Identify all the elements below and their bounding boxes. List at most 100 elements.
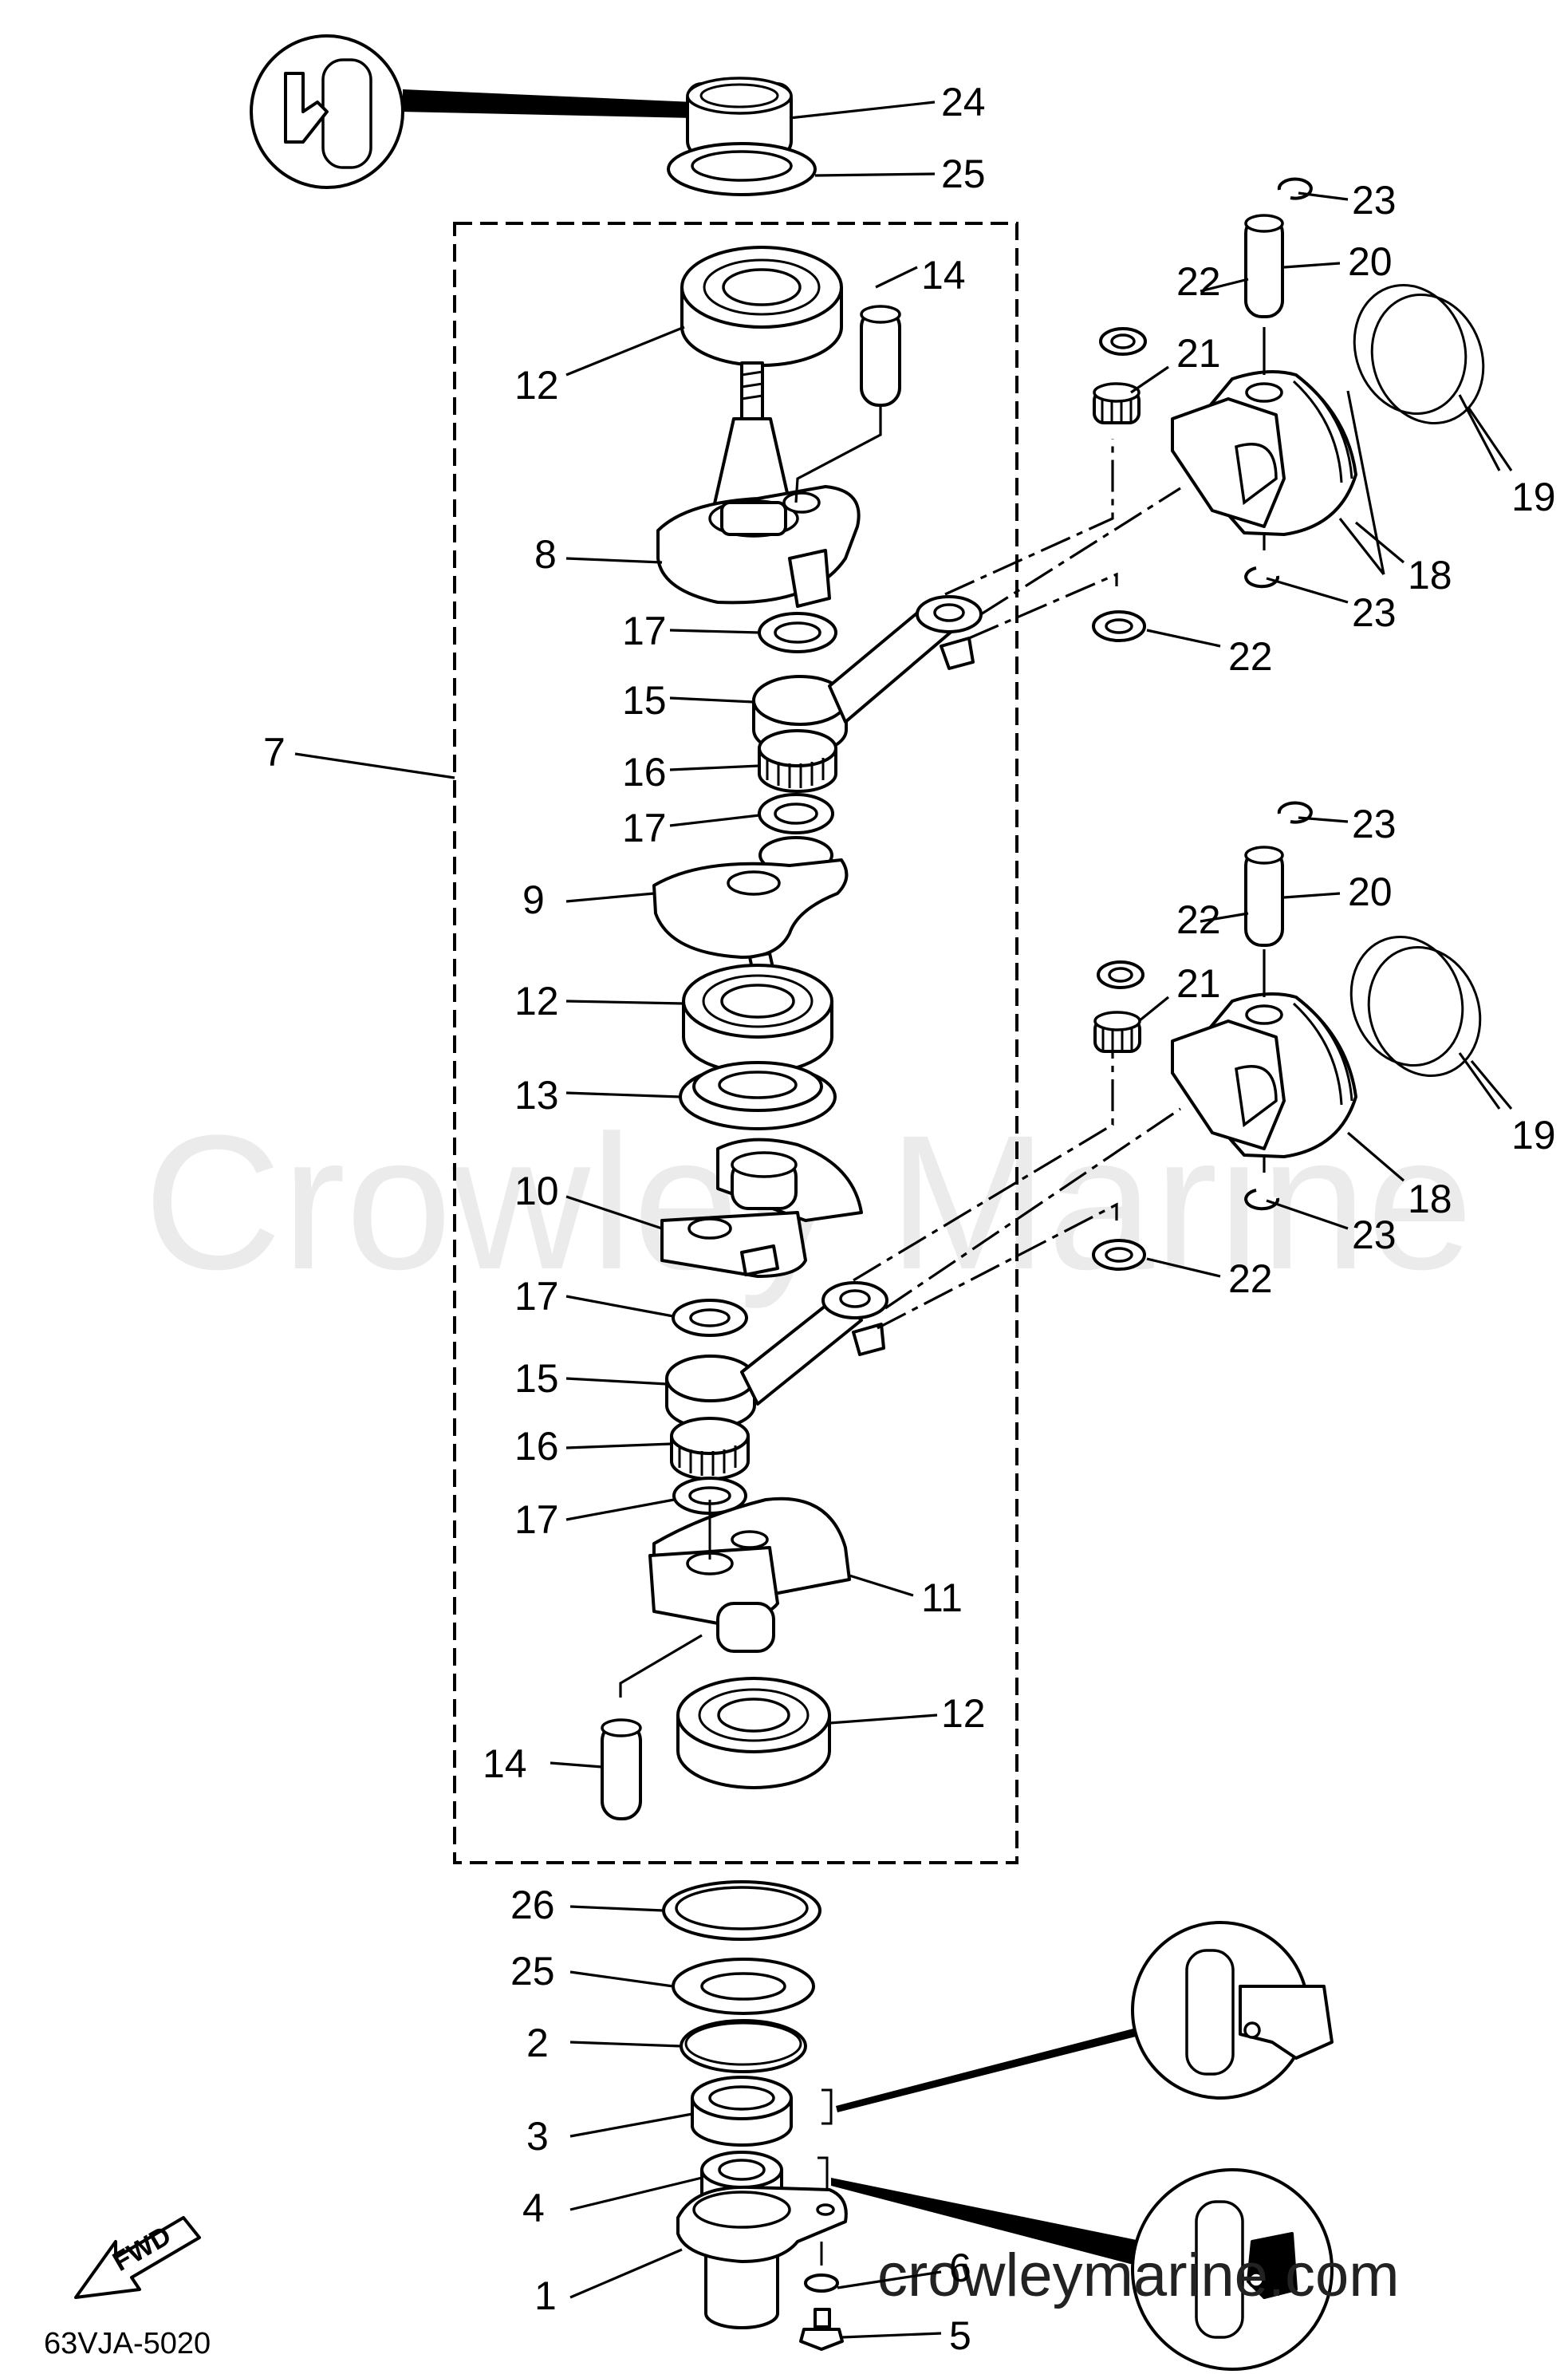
part-21-needle-bearing-upper (1093, 382, 1141, 424)
callout-13: 13 (514, 1073, 559, 1118)
callout-23-d: 23 (1352, 1213, 1397, 1257)
assembly-line-pin-lower-14 (619, 1634, 703, 1698)
callout-6: 6 (949, 2246, 971, 2290)
callout-17-c: 17 (514, 1274, 559, 1319)
callout-16-b: 16 (514, 1424, 559, 1469)
bracket-seal-3 (821, 2088, 833, 2125)
part-23-clip-upper-b (1244, 566, 1280, 589)
connecting-rod-lower (740, 1281, 888, 1406)
callout-14-bottom: 14 (483, 1741, 527, 1786)
callout-26: 26 (510, 1883, 555, 1927)
detail-circle-seal-3 (836, 1921, 1334, 2112)
callout-20-a: 20 (1348, 239, 1393, 284)
callout-17-a: 17 (622, 609, 667, 653)
part-22-washer-lower-a (1097, 960, 1144, 989)
part-17-washer-c (672, 1299, 748, 1337)
fwd-arrow-icon: FWD (74, 2216, 201, 2299)
callout-25-bottom: 25 (510, 1949, 555, 1993)
part-23-clip-upper-a (1277, 177, 1313, 200)
callout-22-b: 22 (1228, 634, 1273, 679)
callout-4: 4 (522, 2186, 545, 2230)
callout-15-b: 15 (514, 1356, 559, 1401)
callout-10: 10 (514, 1169, 559, 1213)
part-13-labyrinth-seal (679, 1061, 837, 1130)
part-20-piston-pin-upper (1244, 214, 1284, 318)
callout-23-a: 23 (1352, 178, 1397, 223)
part-12-bearing-top (680, 246, 843, 367)
part-19-piston-rings-lower (1349, 936, 1482, 1077)
callout-23-c: 23 (1352, 802, 1397, 846)
callout-1: 1 (534, 2273, 557, 2318)
part-14-pin-lower (601, 1718, 642, 1820)
callout-23-b: 23 (1352, 590, 1397, 635)
callout-numbers: 24 25 23 20 22 14 21 12 19 8 18 23 17 22… (263, 80, 1556, 2358)
detail-circle-top (250, 34, 694, 189)
callout-7: 7 (263, 730, 286, 775)
assembly-line-rod-lower-b (877, 1202, 1118, 1330)
part-18-piston-upper (1171, 370, 1357, 536)
callout-20-b: 20 (1348, 870, 1393, 914)
callout-24: 24 (941, 80, 986, 124)
part-17-washer-b (758, 793, 834, 834)
detail-circle-seal-4 (831, 2168, 1334, 2371)
part-8-upper-crank-web (656, 361, 861, 608)
part-11-lower-crank-web (648, 1497, 851, 1653)
part-6-lock-washer (804, 2242, 839, 2293)
site-url: crowleymarine.com (877, 2242, 1400, 2309)
callout-12-bottom: 12 (941, 1691, 986, 1736)
part-12-bearing-lower (676, 1677, 831, 1789)
assembly-line-piston-lower (884, 1107, 1181, 1310)
callout-22-d: 22 (1228, 1256, 1273, 1301)
callout-9: 9 (522, 877, 545, 922)
part-22-washer-upper-a (1099, 327, 1147, 356)
callout-25-top: 25 (941, 152, 986, 196)
part-18-piston-lower (1171, 992, 1357, 1158)
bracket-seal-4 (817, 2156, 829, 2191)
part-10-lower-middle-crank-web (660, 1138, 863, 1278)
callout-12-middle: 12 (514, 979, 559, 1023)
callout-22-c: 22 (1176, 897, 1221, 942)
assembly-line-piston-upper (980, 487, 1181, 616)
part-25-washer-bottom (672, 1958, 815, 2015)
callout-16-a: 16 (622, 750, 667, 795)
callout-5: 5 (949, 2313, 971, 2358)
assembly-line-rod-upper-b (968, 572, 1118, 640)
callout-15-a: 15 (622, 678, 667, 723)
callout-21-b: 21 (1176, 961, 1221, 1006)
part-17-washer-a (758, 612, 837, 653)
callout-19-a: 19 (1511, 475, 1556, 519)
part-22-washer-upper-b (1092, 610, 1146, 642)
part-3-oil-seal (691, 2076, 793, 2147)
callout-14-top: 14 (921, 253, 966, 298)
callout-12-top: 12 (514, 363, 559, 408)
crankshaft-assembly-box (453, 222, 1018, 1864)
part-20-piston-pin-lower (1244, 846, 1284, 947)
assembly-line-rod-lower (853, 1053, 1114, 1282)
callout-22-a: 22 (1176, 259, 1221, 304)
part-19-piston-rings-upper (1353, 284, 1485, 424)
callout-3: 3 (526, 2114, 549, 2159)
callout-17-d: 17 (514, 1497, 559, 1542)
callout-8: 8 (534, 532, 557, 577)
part-16-needle-bearing-lower (670, 1417, 750, 1481)
part-22-washer-lower-b (1092, 1239, 1146, 1271)
part-15-crank-pin-lower (665, 1355, 756, 1430)
part-1-oil-seal-housing (676, 2185, 848, 2329)
part-26-ring (662, 1880, 821, 1941)
callout-17-b: 17 (622, 806, 667, 850)
part-2-o-ring (680, 2019, 807, 2073)
callout-18-a: 18 (1408, 553, 1452, 597)
assembly-line-rod-upper (944, 439, 1114, 596)
part-5-bolt (799, 2308, 844, 2351)
part-12-bearing-middle (682, 964, 833, 1075)
callout-11: 11 (921, 1575, 963, 1620)
callout-19-b: 19 (1511, 1113, 1556, 1157)
part-25-washer-top (667, 142, 817, 196)
callout-18-b: 18 (1408, 1177, 1452, 1221)
leader-lines (294, 101, 1513, 2339)
callout-21-a: 21 (1176, 331, 1221, 376)
part-16-needle-bearing-top (758, 729, 837, 793)
part-14-pin-top (860, 305, 901, 407)
connecting-rod-upper (828, 595, 983, 724)
